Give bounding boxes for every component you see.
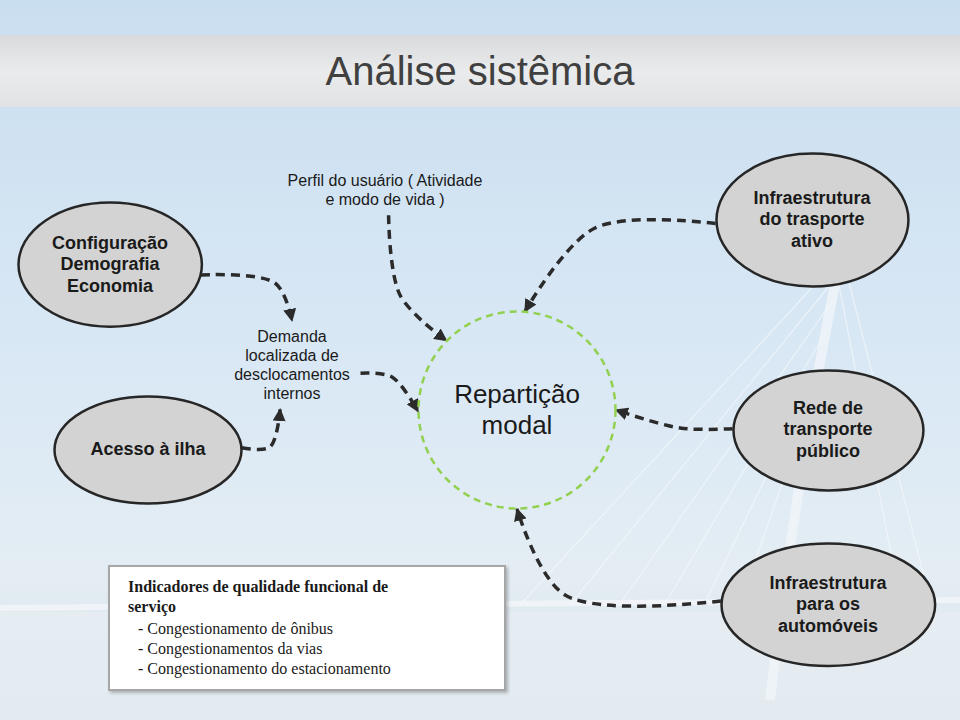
grey-ellipse xyxy=(55,397,242,504)
dashed-circle xyxy=(419,312,616,509)
ellipse-node: Configuração Demografia Economia xyxy=(17,201,203,328)
text-node: Demanda localizada de desclocamentos int… xyxy=(224,321,361,410)
title-band xyxy=(0,35,960,107)
grey-ellipse xyxy=(733,370,923,490)
diagram-title: Análise sistêmica xyxy=(0,35,960,107)
ellipse-node: Infraestrutura para os automóveis xyxy=(720,542,937,667)
node-label: Infraestrutura para os automóveis xyxy=(753,573,903,638)
box-heading: Indicadores de qualidade funcional de se… xyxy=(128,577,428,617)
circle-node: Repartição modal xyxy=(417,310,617,510)
text-group: Infraestrutura para os automóveis xyxy=(753,573,903,638)
grey-ellipse xyxy=(18,203,201,327)
grey-ellipse xyxy=(716,153,908,286)
dashed-arrow xyxy=(201,275,292,321)
text-group: Infraestrutura do trasporte ativo xyxy=(742,188,882,253)
dashed-arrow xyxy=(389,215,447,340)
node-label: Demanda localizada de desclocamentos int… xyxy=(230,327,355,404)
dashed-arrow xyxy=(361,373,419,411)
node-label: Rede de transporte público xyxy=(763,398,893,463)
dashed-arrow xyxy=(242,409,280,449)
text-node: Perfil do usuário ( Atividade e modo de … xyxy=(279,165,491,215)
text-group: Indicadores de qualidade funcional de se… xyxy=(128,577,428,679)
node-label: Repartição modal xyxy=(442,379,592,441)
dashed-arrow xyxy=(525,220,716,312)
grey-ellipse xyxy=(721,544,935,666)
list-item: - Congestionamento do estacionamento xyxy=(138,659,428,679)
node-label: Infraestrutura do trasporte ativo xyxy=(742,188,882,253)
dashed-arrow xyxy=(616,410,733,429)
text-group: Configuração Demografia Economia xyxy=(46,233,174,298)
dashed-arrow xyxy=(517,509,721,606)
node-label: Configuração Demografia Economia xyxy=(46,233,174,298)
text-group: Repartição modal xyxy=(442,379,592,441)
ellipse-node: Rede de transporte público xyxy=(732,369,925,492)
text-group: Demanda localizada de desclocamentos int… xyxy=(230,327,355,404)
text-group: Acesso à ilha xyxy=(90,439,205,461)
indicator-box: Indicadores de qualidade funcional de se… xyxy=(108,565,506,691)
list-item: - Congestionamento de ônibus xyxy=(138,619,428,639)
node-label: Perfil do usuário ( Atividade e modo de … xyxy=(285,171,485,209)
list-item: - Congestionamentos da vias xyxy=(138,639,428,659)
node-label: Acesso à ilha xyxy=(90,439,205,461)
ellipse-node: Infraestrutura do trasporte ativo xyxy=(715,152,910,288)
ellipse-node: Acesso à ilha xyxy=(53,395,243,505)
text-group: Perfil do usuário ( Atividade e modo de … xyxy=(285,171,485,209)
text-group: Rede de transporte público xyxy=(763,398,893,463)
